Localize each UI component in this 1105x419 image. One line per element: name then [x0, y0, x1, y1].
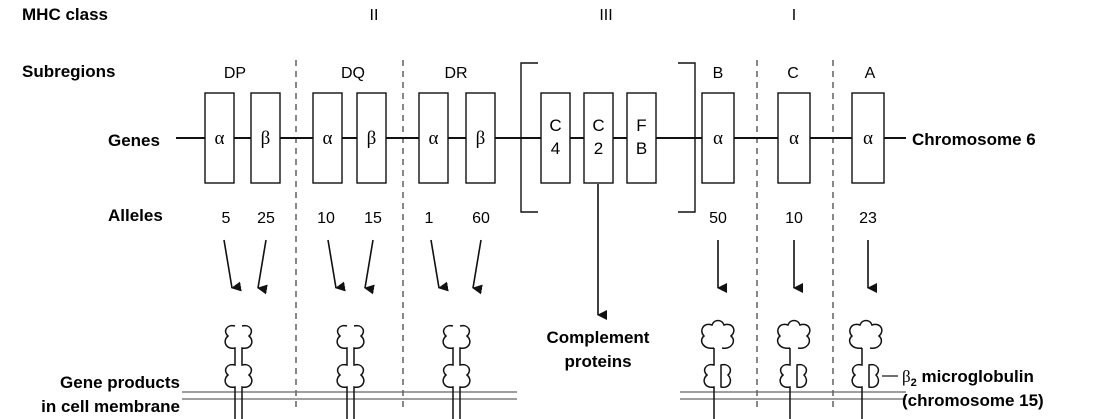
allele-dp-beta: 25	[257, 210, 275, 227]
gene-box-c2	[583, 92, 614, 184]
gene-box-dp-alpha	[204, 92, 235, 184]
gene-dr-beta: β	[476, 128, 486, 149]
gene-dq-alpha: α	[323, 128, 333, 149]
chromosome-6-label: Chromosome 6	[912, 130, 1036, 149]
class-ii-molecule-dq	[336, 324, 365, 419]
cell-membrane	[182, 391, 906, 400]
gene-c2-top: C	[592, 116, 604, 135]
gene-box-dr-beta	[465, 92, 496, 184]
class-ii-molecule-dp	[224, 324, 253, 419]
gene-c4-top: C	[549, 116, 561, 135]
gene-dp-beta: β	[261, 128, 271, 149]
subregion-b: B	[713, 65, 724, 82]
allele-dq-alpha: 10	[317, 210, 335, 227]
gene-fb-top: F	[636, 116, 646, 135]
subregion-dr: DR	[444, 65, 467, 82]
complement-label-2: proteins	[564, 352, 631, 371]
gene-c4-bottom: 4	[551, 139, 560, 158]
gene-a-alpha: α	[863, 128, 873, 149]
bracket-left	[520, 62, 538, 213]
gene-box-dq-beta	[356, 92, 387, 184]
allele-c: 10	[785, 210, 803, 227]
b2-subscript: 2	[911, 377, 917, 389]
bracket-right	[678, 62, 696, 213]
arrow-dq-beta	[364, 239, 375, 295]
subregion-dq: DQ	[341, 65, 365, 82]
b2-chromosome-label: (chromosome 15)	[902, 391, 1044, 410]
arrow-dp-alpha	[223, 239, 242, 292]
arrow-dq-alpha	[327, 239, 346, 292]
gene-box-fb	[626, 92, 657, 184]
class-ii-label: II	[370, 7, 379, 24]
gene-box-c4	[540, 92, 571, 184]
class-i-molecule-a	[848, 319, 883, 419]
gene-dr-alpha: α	[429, 128, 439, 149]
class-i-label: I	[792, 7, 796, 24]
complement-label-1: Complement	[547, 328, 650, 347]
gene-box-dp-beta	[250, 92, 281, 184]
allele-dq-beta: 15	[364, 210, 382, 227]
class-i-molecule-b	[700, 319, 735, 419]
b2-beta-symbol: β	[902, 367, 911, 386]
subregion-a: A	[865, 65, 876, 82]
allele-a: 23	[859, 210, 877, 227]
genes-label: Genes	[108, 131, 160, 150]
gene-products-label-1: Gene products	[60, 373, 180, 392]
b2-microglobulin-label: β2 microglobulin	[902, 367, 1034, 389]
gene-fb-bottom: B	[636, 139, 647, 158]
gene-c-alpha: α	[789, 128, 799, 149]
gene-dq-beta: β	[367, 128, 377, 149]
arrow-dr-alpha	[430, 239, 449, 292]
b2-label-text: microglobulin	[917, 367, 1034, 386]
gene-c2-bottom: 2	[594, 139, 603, 158]
subregion-dp: DP	[224, 65, 246, 82]
arrow-dp-beta	[257, 239, 268, 295]
class-iii-label: III	[599, 7, 612, 24]
gene-box-dq-alpha	[312, 92, 343, 184]
subregion-separators	[295, 60, 834, 412]
mhc-class-label: MHC class	[22, 5, 108, 24]
alleles-label: Alleles	[108, 206, 163, 225]
gene-box-a-alpha	[851, 92, 885, 184]
allele-dp-alpha: 5	[222, 210, 231, 227]
gene-box-dr-alpha	[418, 92, 449, 184]
gene-dp-alpha: α	[215, 128, 225, 149]
class-ii-molecule-dr	[442, 324, 471, 419]
allele-dr-beta: 60	[472, 210, 490, 227]
gene-box-b-alpha	[701, 92, 735, 184]
arrow-dr-beta	[472, 239, 483, 295]
subregion-c: C	[787, 65, 799, 82]
subregions-label: Subregions	[22, 62, 116, 81]
allele-dr-alpha: 1	[425, 210, 434, 227]
gene-box-c-alpha	[777, 92, 811, 184]
allele-b: 50	[709, 210, 727, 227]
class-i-molecule-c	[776, 319, 811, 419]
class-iii-bracket	[520, 62, 696, 213]
gene-b-alpha: α	[713, 128, 723, 149]
gene-products-label-2: in cell membrane	[41, 397, 180, 416]
